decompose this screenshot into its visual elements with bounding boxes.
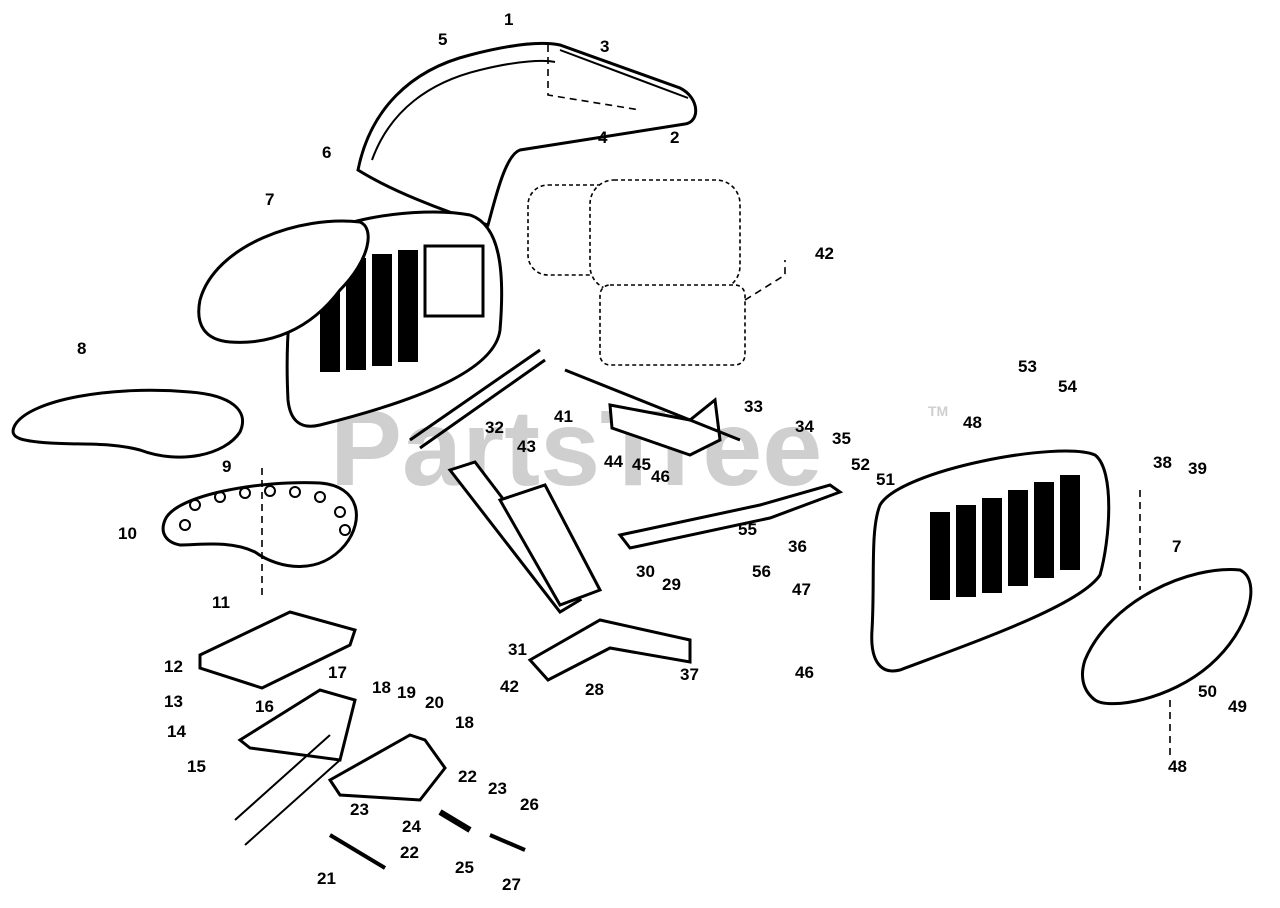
callout-49: 49 [1228, 697, 1247, 716]
bolt-21 [328, 833, 387, 870]
callout-41: 41 [554, 407, 573, 426]
engine-outline [527, 179, 786, 366]
callout-3: 3 [600, 37, 609, 56]
callout-26: 26 [520, 795, 539, 814]
callout-39: 39 [1188, 459, 1207, 478]
callout-55: 55 [738, 520, 757, 539]
callout-19: 19 [397, 683, 416, 702]
callout-47: 47 [792, 580, 811, 599]
callout-48-a: 48 [963, 413, 982, 432]
seat-pan-part [11, 388, 244, 459]
bolt-27 [489, 833, 526, 852]
callout-18-a: 18 [372, 678, 391, 697]
callout-13: 13 [164, 692, 183, 711]
callout-6: 6 [322, 143, 331, 162]
callout-53: 53 [1018, 357, 1037, 376]
callout-1: 1 [504, 10, 513, 29]
callout-45: 45 [632, 455, 651, 474]
left-fender-part [197, 219, 370, 344]
callout-17: 17 [328, 663, 347, 682]
callout-25: 25 [455, 858, 474, 877]
callout-27: 27 [502, 875, 521, 894]
callout-8: 8 [77, 339, 86, 358]
callout-23-b: 23 [350, 800, 369, 819]
callout-34: 34 [795, 417, 814, 436]
arm-36 [617, 483, 844, 550]
callout-12: 12 [164, 657, 183, 676]
watermark-trademark: TM [928, 403, 948, 419]
spring-25 [438, 809, 472, 833]
callout-36: 36 [788, 537, 807, 556]
callout-14: 14 [167, 722, 186, 741]
callout-5: 5 [438, 30, 447, 49]
support-plate-right [327, 733, 447, 802]
right-grille-part [870, 449, 1111, 673]
callout-33: 33 [744, 397, 763, 416]
callout-21: 21 [317, 869, 336, 888]
callout-31: 31 [508, 640, 527, 659]
callout-15: 15 [187, 757, 206, 776]
callout-54: 54 [1058, 377, 1077, 396]
callout-42-b: 42 [500, 677, 519, 696]
seat-bracket-part [198, 610, 357, 690]
callout-22-a: 22 [458, 767, 477, 786]
callout-44: 44 [604, 452, 623, 471]
plate-center [497, 483, 603, 607]
callout-32: 32 [485, 418, 504, 437]
callout-11: 11 [212, 593, 230, 612]
callout-51: 51 [876, 470, 895, 489]
callout-29: 29 [662, 575, 681, 594]
callout-30: 30 [636, 562, 655, 581]
callout-10: 10 [118, 524, 137, 543]
callout-37: 37 [680, 665, 699, 684]
callout-46-b: 46 [795, 663, 814, 682]
callout-50: 50 [1198, 682, 1217, 701]
support-plate-left [237, 688, 357, 762]
callout-38: 38 [1153, 453, 1172, 472]
right-fender-part [1081, 568, 1253, 706]
callout-23-a: 23 [488, 779, 507, 798]
callout-52: 52 [851, 455, 870, 474]
callout-20: 20 [425, 693, 444, 712]
callout-35: 35 [832, 429, 851, 448]
callout-56: 56 [752, 562, 771, 581]
callout-4: 4 [598, 128, 608, 147]
callout-48-b: 48 [1168, 757, 1187, 776]
callout-7-right: 7 [1172, 537, 1181, 556]
callout-16: 16 [255, 697, 274, 716]
frame-rail [234, 734, 341, 846]
callout-24: 24 [402, 817, 421, 836]
bracket-28 [527, 618, 692, 682]
callout-43: 43 [517, 437, 536, 456]
watermark: PartsTree [330, 387, 822, 508]
seat-part [161, 468, 358, 600]
shaft-33 [564, 368, 741, 442]
rod-32 [409, 348, 546, 450]
callout-28: 28 [585, 680, 604, 699]
callout-18-b: 18 [455, 713, 474, 732]
callout-46-a: 46 [651, 467, 670, 486]
right-fender-guide [1139, 490, 1171, 760]
callout-42-a: 42 [815, 244, 834, 263]
callout-2: 2 [670, 128, 679, 147]
callout-22-b: 22 [400, 843, 419, 862]
callout-7-left: 7 [265, 190, 274, 209]
callout-labels: 1 2 3 4 5 6 7 7 8 9 10 11 12 13 14 15 16… [77, 10, 1247, 894]
callout-9: 9 [222, 457, 231, 476]
